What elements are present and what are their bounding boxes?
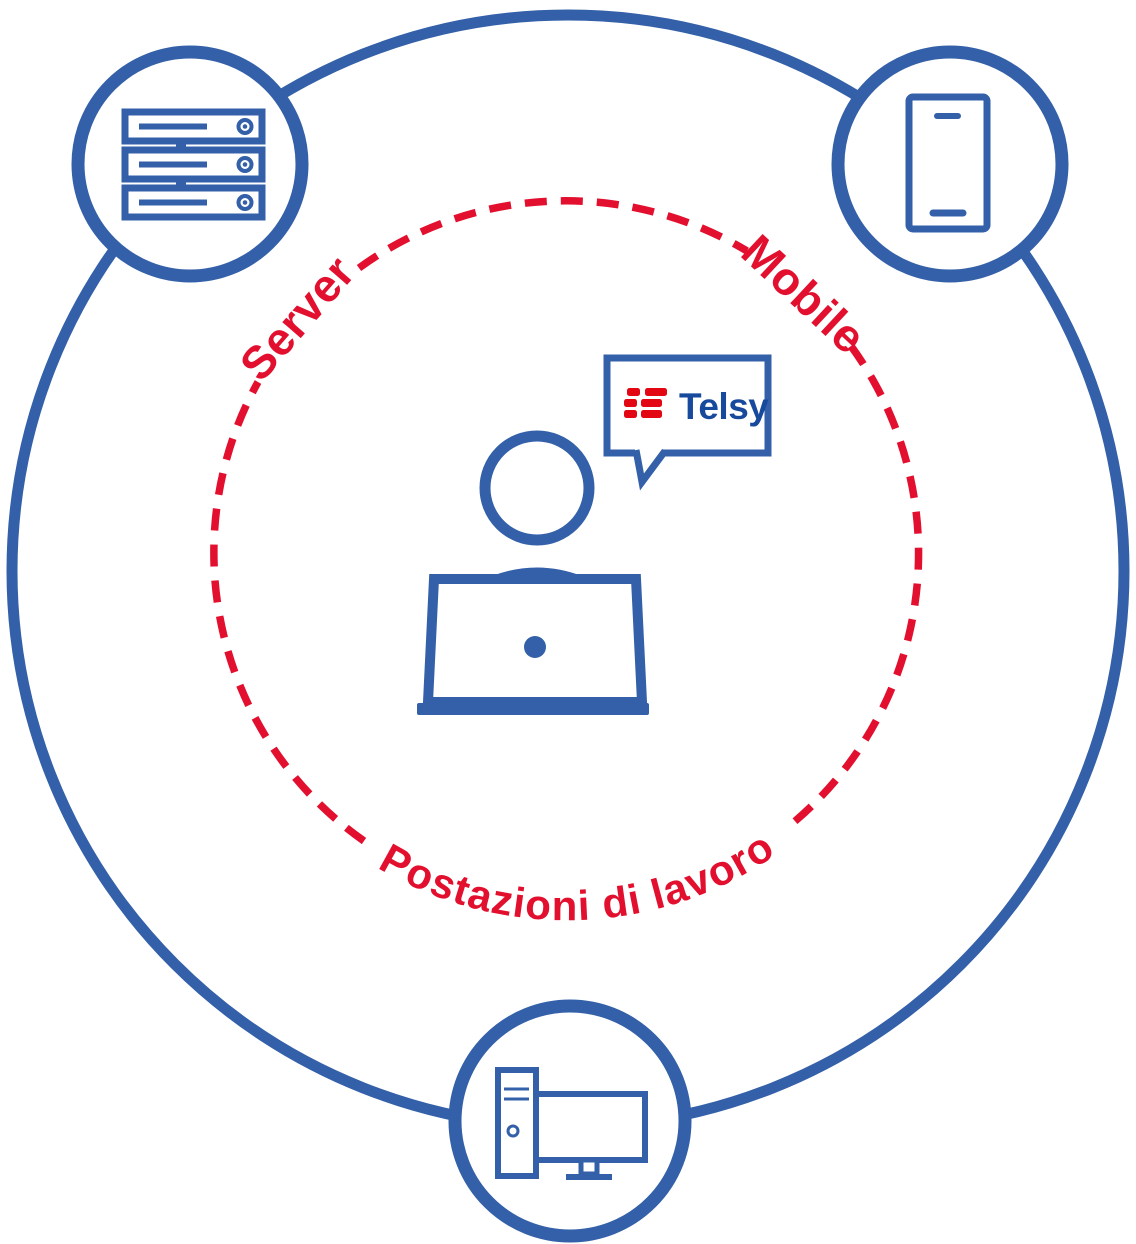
laptop-logo-dot xyxy=(524,636,546,658)
inner-dashed-ring xyxy=(210,197,923,845)
speech-bubble-tail xyxy=(632,448,668,491)
telsy-brand-icon xyxy=(624,388,667,418)
telsy-logo-text: Telsy xyxy=(679,386,769,427)
server-rack-icon xyxy=(121,108,266,221)
smartphone-icon xyxy=(905,93,991,233)
dashed-arc-top xyxy=(356,197,749,272)
person-head xyxy=(479,430,595,546)
ring-label-workstations: Postazioni di lavoro xyxy=(373,822,782,929)
laptop-base xyxy=(417,703,649,715)
node-server xyxy=(71,45,309,283)
desktop-computer-icon xyxy=(495,1067,648,1180)
ring-label-mobile: Mobile xyxy=(732,224,876,363)
node-workstations xyxy=(448,999,692,1243)
node-mobile xyxy=(831,45,1069,283)
speech-bubble: Telsy xyxy=(603,354,772,491)
speech-bubble-box xyxy=(603,354,772,457)
ring-label-server: Server xyxy=(229,246,364,390)
dashed-arc-left xyxy=(210,380,367,845)
dashed-arc-right xyxy=(785,343,923,830)
person-at-laptop-icon xyxy=(417,430,649,715)
